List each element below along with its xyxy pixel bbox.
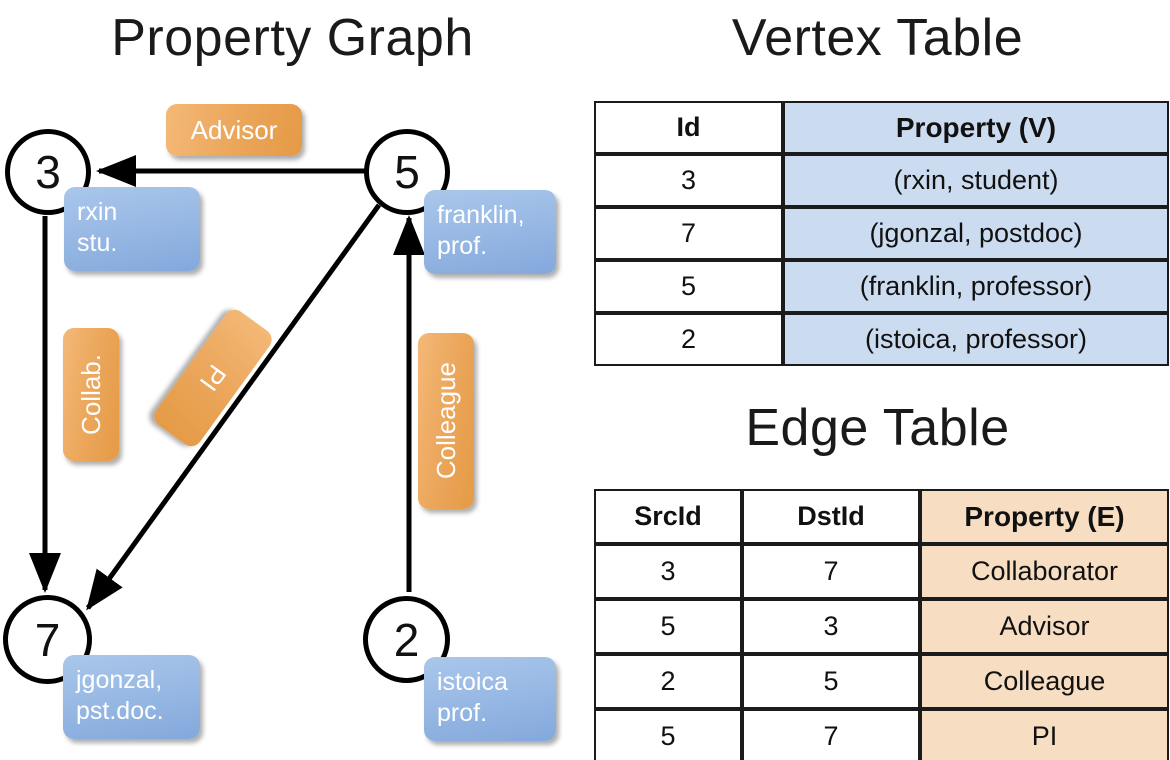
vertex-cell-id: 3 <box>594 154 783 207</box>
edge-cell-srcid: 2 <box>594 654 742 709</box>
edge-label-advisor: Advisor <box>166 104 302 156</box>
vertex-cell-property: (rxin, student) <box>783 154 1169 207</box>
edge-table-header-property: Property (E) <box>920 489 1169 544</box>
table-row: 7 (jgonzal, postdoc) <box>594 207 1169 260</box>
edge-cell-dstid: 7 <box>742 544 920 599</box>
edge-cell-property: Collaborator <box>920 544 1169 599</box>
edge-cell-srcid: 5 <box>594 709 742 760</box>
table-row: 3 7 Collaborator <box>594 544 1169 599</box>
edge-table-header-row: SrcId DstId Property (E) <box>594 489 1169 544</box>
edge-table-header-dstid: DstId <box>742 489 920 544</box>
vertex-property-line-1: jgonzal, <box>76 666 163 694</box>
table-row: 5 7 PI <box>594 709 1169 760</box>
vertex-cell-id: 5 <box>594 260 783 313</box>
vertex-cell-id: 2 <box>594 313 783 366</box>
vertex-property-box-jgonzal: jgonzal, pst.doc. <box>63 655 200 739</box>
edge-cell-property: Colleague <box>920 654 1169 709</box>
edge-table-header-srcid: SrcId <box>594 489 742 544</box>
vertex-property-box-rxin: rxin stu. <box>64 187 200 271</box>
graph-node-3-label: 3 <box>35 146 61 198</box>
graph-node-5-label: 5 <box>394 146 420 198</box>
vertex-cell-id: 7 <box>594 207 783 260</box>
vertex-property-line-1: franklin, <box>437 201 525 229</box>
graph-node-5[interactable]: 5 <box>364 129 450 215</box>
vertex-property-line-2: prof. <box>437 698 488 727</box>
table-row: 2 5 Colleague <box>594 654 1169 709</box>
vertex-property-box-istoica: istoica prof. <box>424 657 556 741</box>
edge-label-collab-text: Collab. <box>75 354 106 435</box>
vertex-property-line-2: prof. <box>437 231 488 260</box>
vertex-table-header-row: Id Property (V) <box>594 101 1169 154</box>
vertex-property-line-2: stu. <box>77 228 118 257</box>
page-title-property-graph: Property Graph <box>111 9 474 67</box>
edge-cell-dstid: 3 <box>742 599 920 654</box>
vertex-table-header-property: Property (V) <box>783 101 1169 154</box>
vertex-table-header-id: Id <box>594 101 783 154</box>
edge-label-advisor-text: Advisor <box>190 114 278 145</box>
vertex-property-line-2: pst.doc. <box>76 696 164 725</box>
table-row: 3 (rxin, student) <box>594 154 1169 207</box>
edge-cell-property: Advisor <box>920 599 1169 654</box>
graph-node-2[interactable]: 2 <box>363 596 450 683</box>
edge-cell-property: PI <box>920 709 1169 760</box>
table-row: 5 (franklin, professor) <box>594 260 1169 313</box>
edge-cell-srcid: 3 <box>594 544 742 599</box>
table-row: 5 3 Advisor <box>594 599 1169 654</box>
edge-cell-dstid: 7 <box>742 709 920 760</box>
edge-cell-srcid: 5 <box>594 599 742 654</box>
graph-node-2-label: 2 <box>393 613 420 666</box>
vertex-cell-property: (istoica, professor) <box>783 313 1169 366</box>
page-title-vertex-table: Vertex Table <box>731 9 1024 67</box>
edge-cell-dstid: 5 <box>742 654 920 709</box>
graph-edge-arrows <box>29 155 425 611</box>
graph-node-7-label: 7 <box>34 613 61 666</box>
edge-label-colleague: Colleague <box>418 333 474 509</box>
vertex-property-line-1: rxin <box>77 198 118 226</box>
vertex-table: Id Property (V) 3 (rxin, student) 7 (jgo… <box>594 101 1169 366</box>
edge-arrow-5-to-7 <box>85 203 382 611</box>
edge-label-collab: Collab. <box>63 328 119 461</box>
table-row: 2 (istoica, professor) <box>594 313 1169 366</box>
edge-table: SrcId DstId Property (E) 3 7 Collaborato… <box>594 489 1169 760</box>
vertex-property-line-1: istoica <box>437 668 508 696</box>
edge-label-colleague-text: Colleague <box>430 362 461 480</box>
vertex-property-box-franklin: franklin, prof. <box>424 190 556 274</box>
property-graph-diagram: 3 5 7 2 rxin stu. franklin, prof. jgonza… <box>3 104 556 741</box>
edge-label-pi-text: PI <box>194 359 233 398</box>
vertex-cell-property: (franklin, professor) <box>783 260 1169 313</box>
vertex-cell-property: (jgonzal, postdoc) <box>783 207 1169 260</box>
page-title-edge-table: Edge Table <box>745 399 1010 457</box>
